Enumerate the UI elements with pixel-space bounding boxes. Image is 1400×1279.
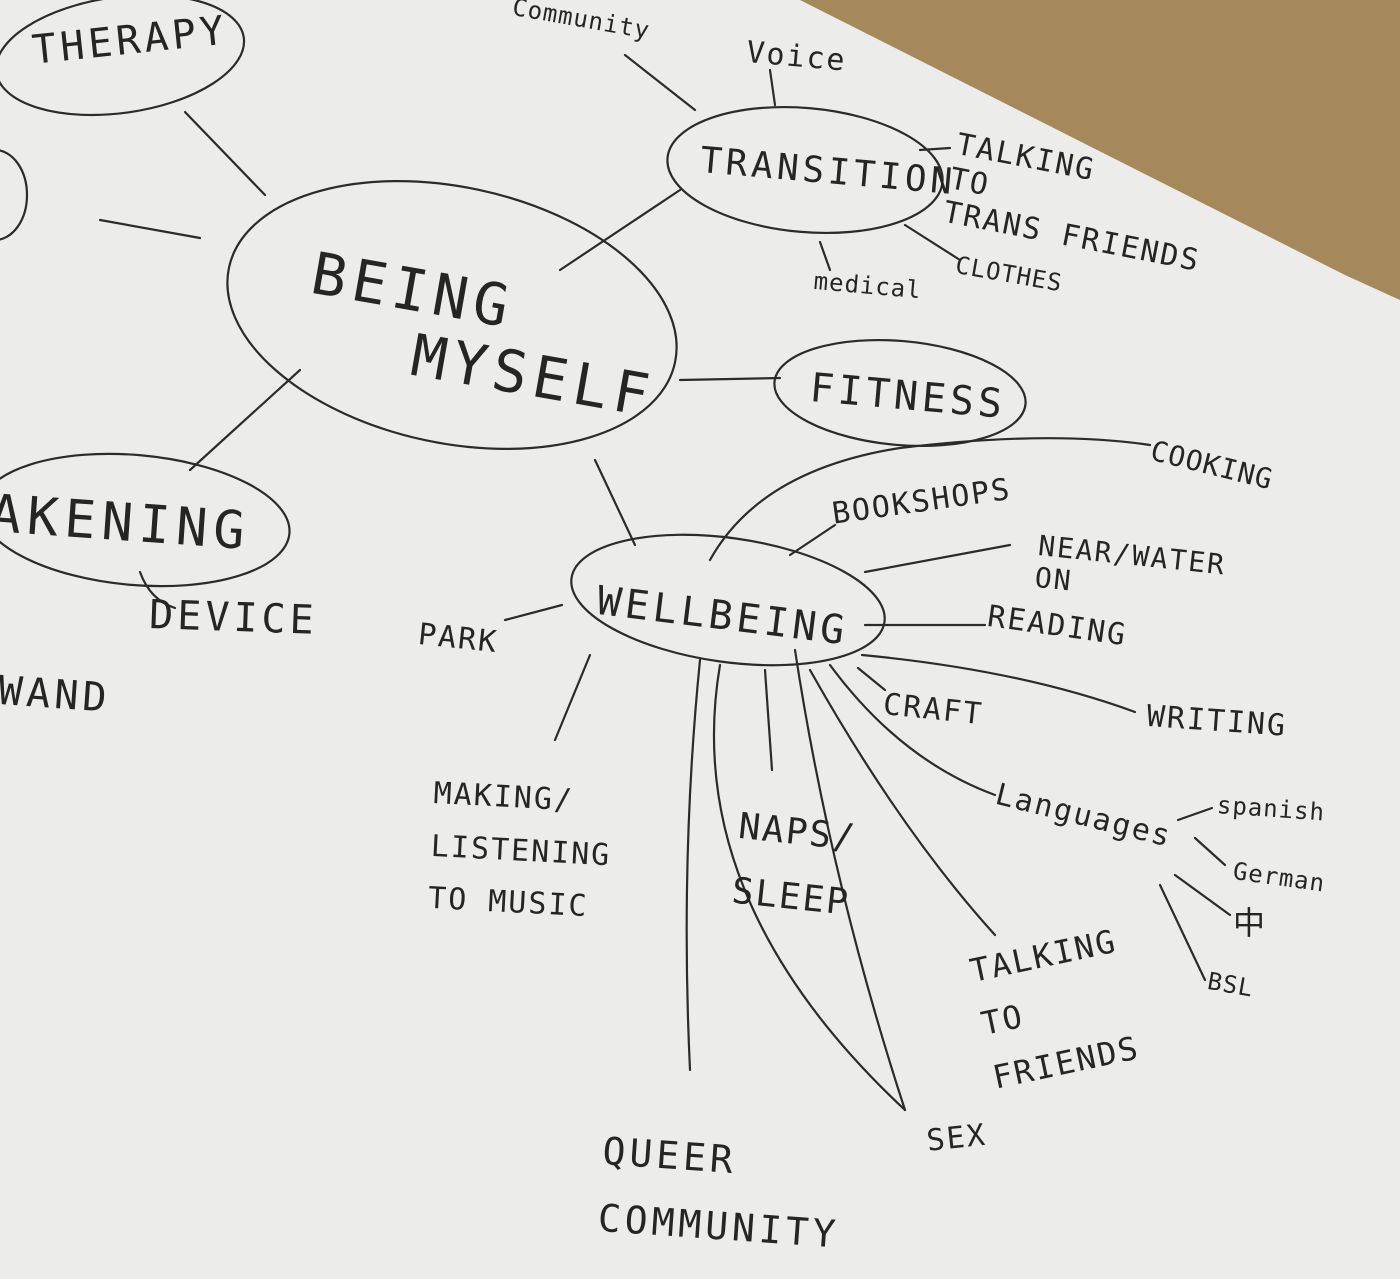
connector-music	[553, 653, 592, 742]
device-label: DEVICE	[148, 592, 319, 644]
language-chinese: 中	[1233, 904, 1267, 942]
wand-label: WAND	[0, 668, 113, 722]
connector-fitness	[678, 376, 782, 382]
connector-craft	[856, 666, 887, 692]
connector-languages	[828, 663, 997, 797]
connector-medical	[818, 240, 832, 272]
connector-bookshops	[788, 523, 837, 557]
fitness-bubble	[773, 338, 1027, 448]
awakening-bubble	[0, 452, 291, 588]
connector-german	[1193, 836, 1227, 867]
connector-therapy	[183, 110, 267, 197]
making-music-label: MAKING/ LISTENING TO MUSIC	[427, 775, 613, 925]
connector-voice	[768, 68, 777, 107]
connector-device	[138, 570, 177, 610]
connector-queer	[685, 658, 702, 1072]
connector-sex	[793, 648, 907, 1112]
connector-left	[98, 218, 202, 240]
connector-writing	[860, 653, 1137, 714]
connector-community	[623, 53, 697, 112]
connector-park	[503, 603, 564, 622]
sex-label: SEX	[924, 1117, 989, 1159]
connector-talking-friends	[808, 668, 997, 937]
queer-community-label: QUEER COMMUNITY	[596, 1128, 841, 1257]
connector-naps	[763, 668, 774, 772]
connector-queer-b	[712, 663, 907, 1112]
connector-spanish	[1176, 806, 1214, 822]
transition-bubble	[666, 105, 944, 235]
connector-chinese	[1173, 873, 1232, 917]
connector-clothes	[903, 223, 962, 262]
therapy-bubble	[0, 0, 246, 117]
being-myself-bubble	[226, 180, 678, 450]
connector-talking-trans	[918, 146, 952, 152]
connector-bsl	[1158, 883, 1207, 982]
connector-cooking	[708, 437, 1152, 562]
wellbeing-bubble	[570, 533, 886, 667]
left-partial-bubble	[0, 149, 29, 241]
connector-near-water	[863, 543, 1012, 574]
connector-wellbeing	[593, 458, 637, 547]
naps-sleep-label: NAPS/ SLEEP	[729, 805, 859, 924]
connector-transition	[558, 188, 682, 272]
connector-awakening	[188, 368, 302, 472]
